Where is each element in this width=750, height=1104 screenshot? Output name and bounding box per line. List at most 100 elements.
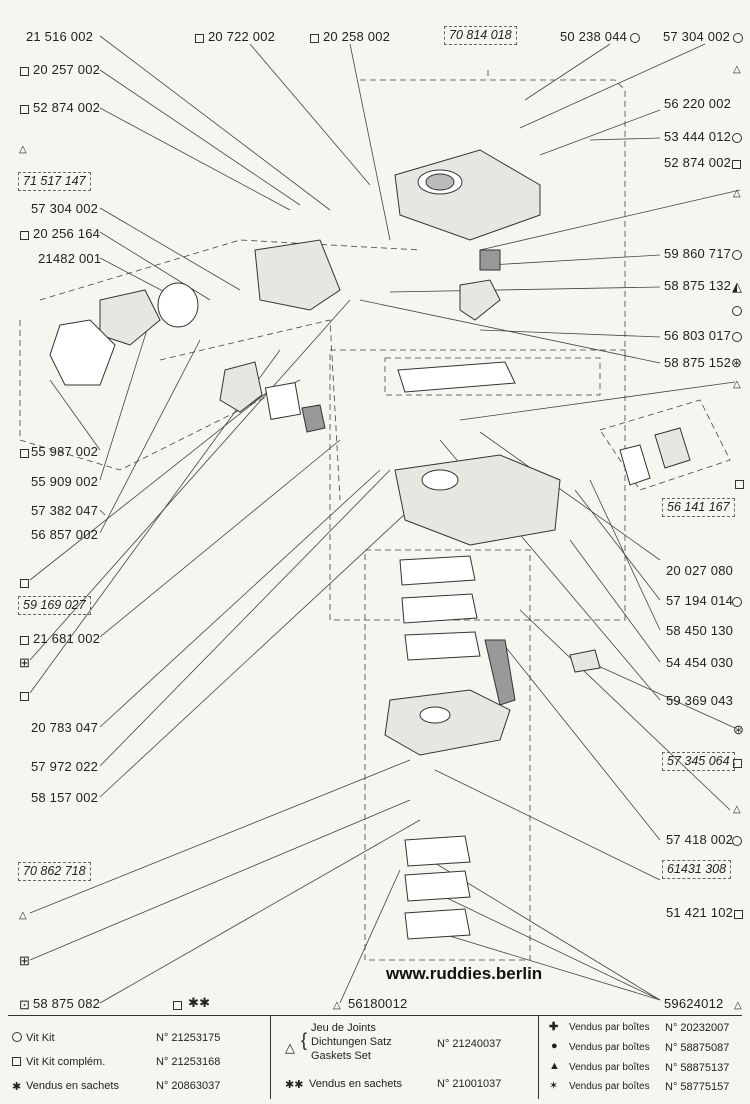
part-number: 54 454 030	[666, 655, 734, 670]
brace-icon: {	[301, 1030, 308, 1050]
part-number: 56 220 002	[664, 96, 732, 111]
legend-number: N° 21253175	[156, 1032, 221, 1044]
plus-square-mark: ⊞	[19, 655, 30, 670]
square-mark	[20, 101, 29, 117]
legend-number: N° 58775157	[665, 1081, 730, 1093]
circle-mark	[733, 30, 743, 46]
legend-column-gaskets: △ { Jeu de Joints Dichtungen Satz Gasket…	[271, 1016, 539, 1099]
part-number: 52 874 002	[664, 155, 732, 170]
part-number: 57 194 014	[666, 593, 734, 608]
part-number: 21 681 002	[33, 631, 101, 646]
legend-label: Vendus par boîtes	[569, 1022, 650, 1033]
triangle-mark: △	[285, 1040, 295, 1055]
plus-square-mark: ⊞	[19, 953, 30, 968]
circle-mark	[732, 833, 742, 849]
part-number: 20 027 080	[666, 563, 734, 578]
circle-mark	[732, 329, 742, 345]
legend-number: N° 21240037	[437, 1038, 502, 1050]
legend-number: N° 21001037	[437, 1078, 502, 1090]
legend-number: N° 21253168	[156, 1056, 221, 1068]
cross-mark: ✚	[549, 1021, 559, 1033]
square-mark	[20, 63, 29, 79]
part-number: 58 875 132	[664, 278, 732, 293]
square-mark	[195, 30, 204, 46]
part-number: 57 304 002	[663, 29, 731, 44]
part-number: 58 157 002	[31, 790, 99, 805]
part-number: 55 909 002	[31, 474, 99, 489]
kit-number-box: 57 345 064	[662, 752, 735, 771]
part-number: 57 382 047	[31, 503, 99, 518]
triangle-mark: △	[19, 144, 27, 155]
part-number: 57 972 022	[31, 759, 99, 774]
part-number: 58 875 152	[664, 355, 732, 370]
triangle-mark: △	[734, 1000, 742, 1011]
legend-label: Dichtungen Satz	[311, 1036, 392, 1048]
legend-label: Vendus par boîtes	[569, 1042, 650, 1053]
part-number: 20 258 002	[323, 29, 391, 44]
website-url: www.ruddies.berlin	[386, 964, 543, 983]
component-shapes	[49, 149, 691, 940]
circle-mark	[630, 30, 640, 46]
kit-outlines	[19, 70, 731, 961]
star-mark: ✶	[549, 1080, 559, 1092]
kit-number-box: 71 517 147	[18, 172, 91, 191]
part-number: 21 516 002	[26, 29, 94, 44]
legend-label: Jeu de Joints	[311, 1022, 376, 1034]
filled-triangle-mark: ▲	[549, 1060, 560, 1072]
part-number: 57 304 002	[31, 201, 99, 216]
legend-label: Vendus en sachets	[309, 1078, 402, 1090]
part-number: 56 857 002	[31, 527, 99, 542]
triangle-mark: △	[733, 64, 741, 75]
part-number: 51 421 102	[666, 905, 734, 920]
part-number: 56 803 017	[664, 328, 732, 343]
double-asterisk-mark: ✱✱	[285, 1079, 304, 1091]
triangle-mark: △	[733, 804, 741, 815]
square-mark	[20, 445, 29, 461]
kit-number-box: 70 814 018	[444, 26, 517, 45]
part-number: 21482 001	[38, 251, 102, 266]
square-mark	[20, 632, 29, 648]
legend-label: Vendus en sachets	[26, 1080, 119, 1092]
part-number: 20 722 002	[208, 29, 276, 44]
triangle-mark: △	[733, 379, 741, 390]
stars-mark: ✱✱	[188, 995, 211, 1010]
part-number: 20 783 047	[31, 720, 99, 735]
square-mark	[20, 575, 29, 591]
part-number: 59 369 043	[666, 693, 734, 708]
triangle-mark: △	[733, 188, 741, 199]
filled-triangle-square-mark: ◭	[732, 279, 742, 294]
legend-label: Vit Kit	[26, 1032, 55, 1044]
legend-label: Gaskets Set	[311, 1050, 371, 1062]
square-mark	[735, 476, 744, 492]
part-number: 59624012	[664, 996, 724, 1011]
legend-table: Vit Kit N° 21253175 Vit Kit complém. N° …	[8, 1015, 742, 1099]
part-number: 58 450 130	[666, 623, 734, 638]
dot-square-mark: ⊡	[19, 997, 30, 1012]
circle-mark	[732, 594, 742, 610]
part-number: 55 987 002	[31, 444, 99, 459]
legend-column-kits: Vit Kit N° 21253175 Vit Kit complém. N° …	[8, 1016, 271, 1099]
part-number: 50 238 044	[560, 29, 628, 44]
square-mark	[173, 997, 182, 1013]
legend-label: Vendus par boîtes	[569, 1081, 650, 1092]
legend-number: N° 58875137	[665, 1062, 730, 1074]
kit-number-box: 56 141 167	[662, 498, 735, 517]
asterisk-mark: ✱	[12, 1081, 22, 1093]
circle-mark	[12, 1032, 22, 1044]
kit-number-box: 70 862 718	[18, 862, 91, 881]
square-mark	[20, 227, 29, 243]
square-mark	[734, 906, 743, 922]
star-square-mark: ⊛	[731, 355, 742, 370]
legend-number: N° 58875087	[665, 1042, 730, 1054]
circle-mark	[732, 303, 742, 319]
square-mark	[732, 156, 741, 172]
triangle-mark: △	[19, 910, 27, 921]
part-number: 53 444 012	[664, 129, 732, 144]
legend-label: Vendus par boîtes	[569, 1062, 650, 1073]
leader-lines	[29, 35, 741, 1004]
kit-number-box: 61431 308	[662, 860, 732, 879]
triangle-mark: △	[333, 1000, 341, 1011]
part-number: 58 875 082	[33, 996, 101, 1011]
